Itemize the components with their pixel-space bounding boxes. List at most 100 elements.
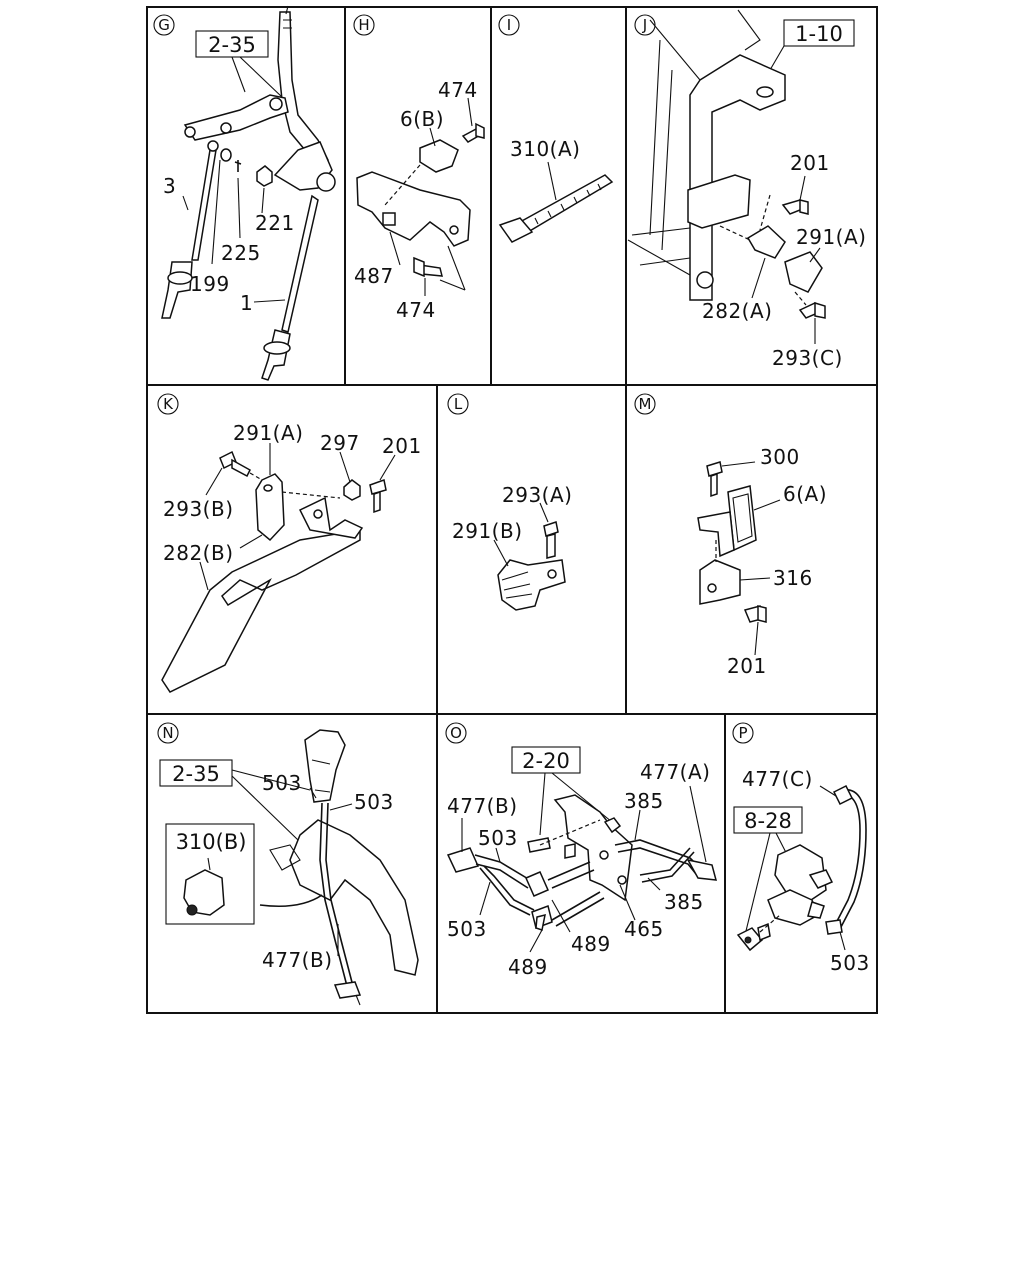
- diagram-frame: [146, 6, 878, 1014]
- panel-m-label-2: 316: [773, 566, 813, 590]
- shift-knob: [304, 729, 346, 803]
- spacer-282a: [746, 225, 786, 259]
- panel-j-label-1: 291(A): [796, 225, 866, 249]
- clip-310b: [183, 869, 225, 916]
- panel-o-label-4: 385: [664, 890, 704, 914]
- cable-tie-310a: [518, 174, 614, 233]
- panel-k-label-0: 291(A): [233, 421, 303, 445]
- panel-h-label-0: 474: [438, 78, 478, 102]
- panel-i-label-0: 310(A): [510, 137, 580, 161]
- panel-p: P 8-28 477(C) 503: [732, 722, 870, 975]
- panel-o-label-7: 465: [624, 917, 664, 941]
- hose-end-477b: [446, 847, 480, 873]
- panel-j-marker: [634, 14, 656, 36]
- panel-j-letter: J: [642, 16, 647, 34]
- panel-g-label-3: 221: [255, 211, 295, 235]
- panel-p-marker: [732, 722, 754, 744]
- panel-h-label-1: 6(B): [400, 107, 444, 131]
- panel-g-label-0: 3: [163, 174, 176, 198]
- bracket-upper: [697, 511, 735, 558]
- panel-g: G 2-35 3 199 225 221: [153, 5, 336, 381]
- panel-h-letter: H: [358, 16, 369, 34]
- panel-n-label-0: 503: [262, 771, 302, 795]
- panel-k-label-3: 293(B): [163, 497, 234, 521]
- panel-h: H 474 6(B) 487 474: [353, 14, 485, 322]
- clamp-291b: [497, 559, 566, 611]
- panel-l-label-1: 291(B): [452, 519, 523, 543]
- panel-m-letter: M: [639, 395, 652, 413]
- bracket-316: [699, 559, 741, 605]
- panel-o-label-3: 503: [478, 826, 518, 850]
- shift-arm: [183, 94, 289, 141]
- panel-h-label-2: 487: [354, 264, 394, 288]
- panel-p-label-0: 477(C): [742, 767, 813, 791]
- panel-n-inset-box: [165, 823, 255, 925]
- clamp-6b: [419, 139, 459, 173]
- panel-k-label-2: 201: [382, 434, 422, 458]
- panel-h-label-3: 474: [396, 298, 436, 322]
- lever-boot: [289, 819, 419, 976]
- panel-n: N 2-35 310(B) 503 503 477(B): [157, 722, 419, 1006]
- panel-g-marker: [153, 14, 175, 36]
- panel-m-label-0: 300: [760, 445, 800, 469]
- panel-o-label-0: 477(A): [640, 760, 710, 784]
- bracket-487: [356, 171, 471, 247]
- panel-g-letter: G: [158, 16, 170, 34]
- panel-p-ref-box: [733, 806, 803, 834]
- panel-p-letter: P: [738, 724, 747, 742]
- panel-o-label-2: 385: [624, 789, 664, 813]
- panel-l: L 293(A) 291(B): [447, 393, 572, 611]
- control-cable-1: [281, 194, 319, 333]
- panel-p-label-1: 503: [830, 951, 870, 975]
- vacuum-valve: [774, 844, 827, 903]
- panel-l-letter: L: [454, 395, 463, 413]
- panel-l-marker: [447, 393, 469, 415]
- panel-m-label-1: 6(A): [783, 482, 827, 506]
- clip-291a: [784, 251, 823, 293]
- nut-297: [343, 479, 361, 501]
- panel-j-label-3: 293(C): [772, 346, 843, 370]
- panel-n-ref2: 310(B): [176, 830, 247, 854]
- panel-g-label-1: 199: [190, 272, 230, 296]
- panel-o-label-1: 477(B): [447, 794, 518, 818]
- panel-o-label-5: 503: [447, 917, 487, 941]
- panel-h-marker: [353, 14, 375, 36]
- control-cable-3: [191, 149, 217, 261]
- panel-l-label-0: 293(A): [502, 483, 572, 507]
- panel-o-label-8: 489: [508, 955, 548, 979]
- plate-282b: [161, 529, 361, 693]
- panel-o: O 2-20 477(A) 477(B) 385: [445, 722, 718, 979]
- panel-n-ref-box: [159, 759, 233, 787]
- panel-g-label-4: 1: [240, 291, 253, 315]
- panel-n-letter: N: [162, 724, 173, 742]
- panel-j-ref-box: [783, 19, 855, 47]
- panel-k-letter: K: [163, 395, 174, 413]
- panel-o-ref-box: [511, 746, 581, 774]
- panel-m-marker: [634, 393, 656, 415]
- panel-k-label-4: 282(B): [163, 541, 234, 565]
- panel-i-letter: I: [507, 16, 511, 34]
- clip-291a-k: [255, 473, 285, 542]
- panel-o-ref: 2-20: [522, 749, 570, 773]
- panel-o-letter: O: [450, 724, 462, 742]
- panel-j-ref: 1-10: [795, 22, 843, 46]
- panel-n-label-1: 503: [354, 790, 394, 814]
- panel-o-marker: [445, 722, 467, 744]
- panel-g-ref: 2-35: [208, 33, 256, 57]
- panel-j-label-2: 282(A): [702, 299, 772, 323]
- panel-k-marker: [157, 393, 179, 415]
- panel-k: K 291(A) 297 201 293(B) 282(B): [157, 393, 422, 693]
- panel-k-label-1: 297: [320, 431, 360, 455]
- panel-j: J 1-10 201 291(A) 282(A) 293(C): [627, 9, 866, 370]
- panel-n-marker: [157, 722, 179, 744]
- panel-m: M 300 6(A) 316 201: [634, 393, 827, 678]
- panel-n-label-2: 477(B): [262, 948, 333, 972]
- hose-end-477a: [686, 858, 718, 881]
- panel-n-ref: 2-35: [172, 762, 220, 786]
- panel-o-label-6: 489: [571, 932, 611, 956]
- panel-p-ref: 8-28: [744, 809, 792, 833]
- panel-m-label-3: 201: [727, 654, 767, 678]
- panel-i-marker: [498, 14, 520, 36]
- panel-g-label-2: 225: [221, 241, 261, 265]
